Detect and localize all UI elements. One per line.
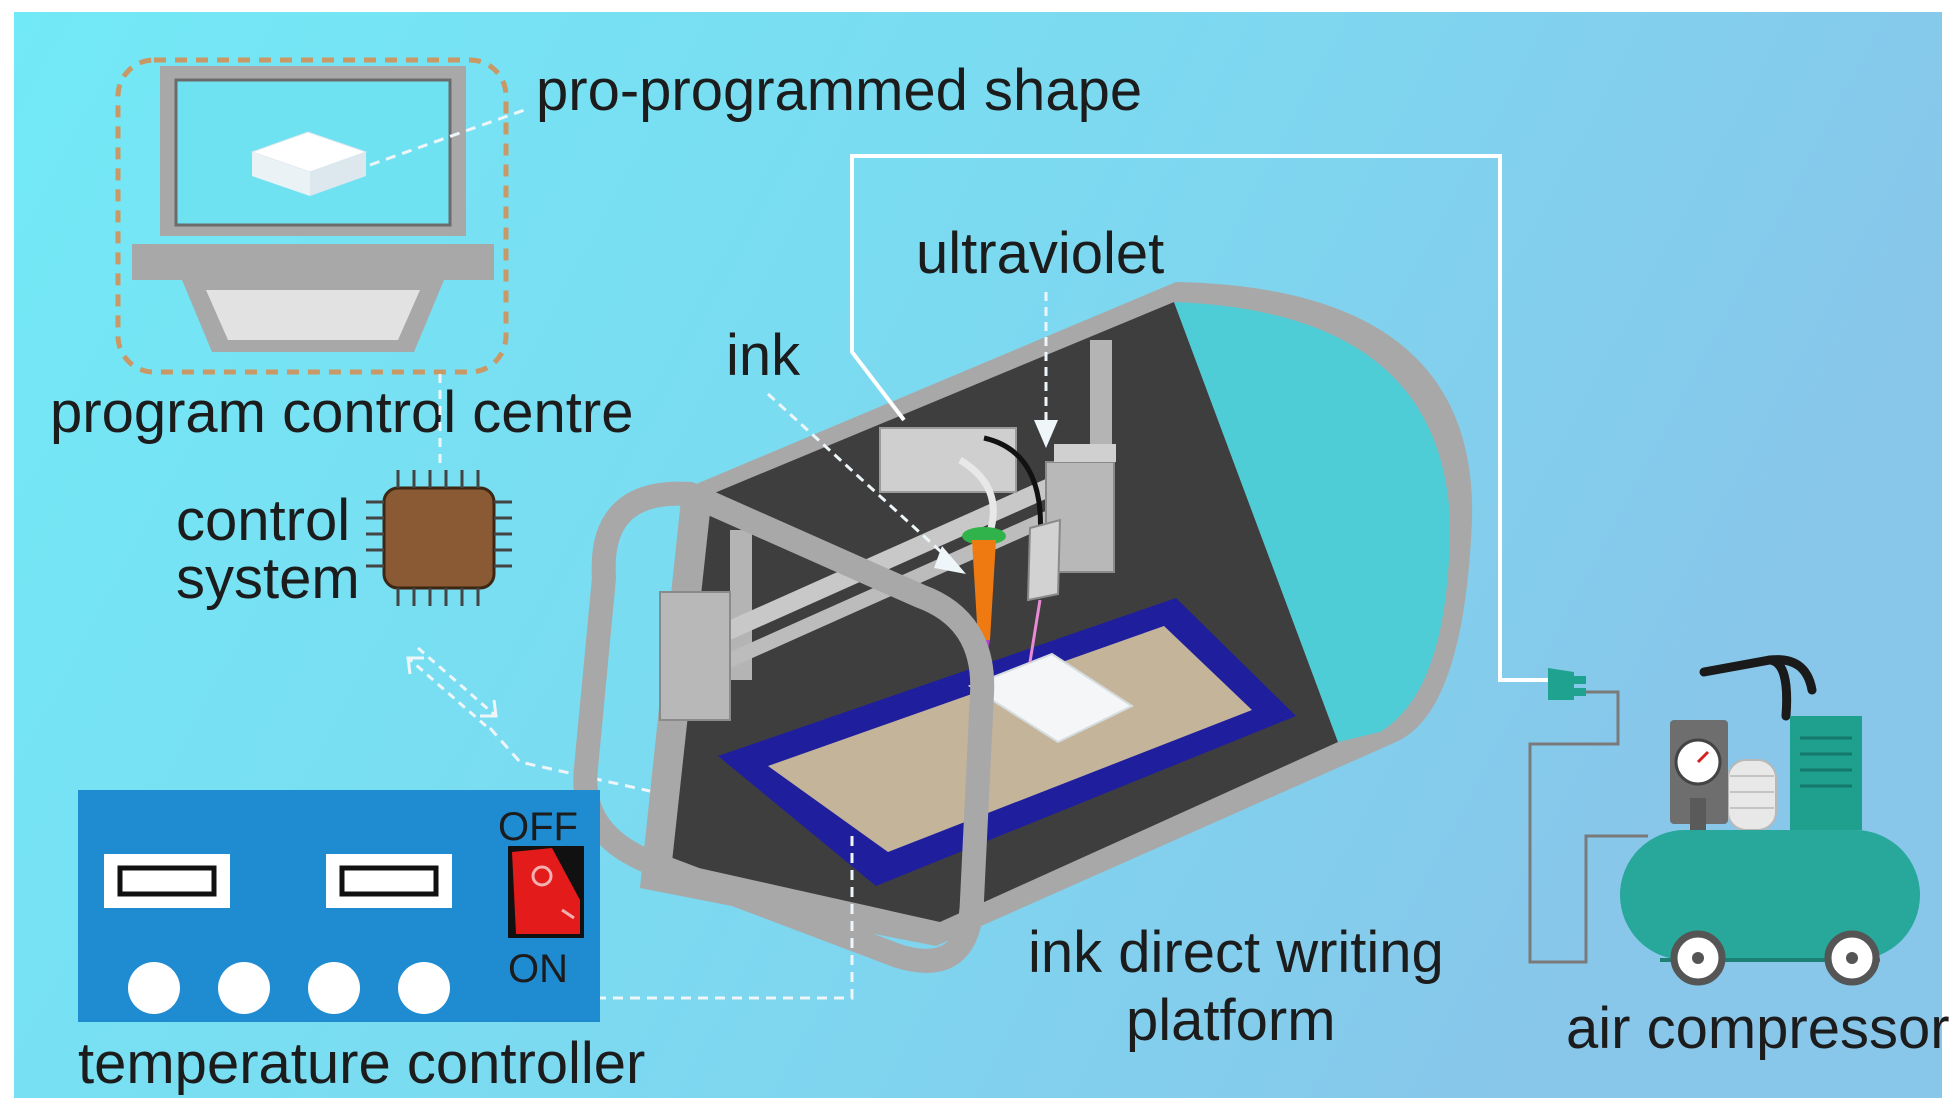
platform-label: platform: [1126, 988, 1336, 1053]
temperature-controller-label: temperature controller: [78, 1031, 645, 1096]
knob-2: [218, 962, 270, 1014]
air-line: [850, 154, 1550, 682]
temperature-controller-icon: [78, 790, 600, 1022]
ultraviolet-arrowhead-icon: [1034, 420, 1058, 448]
signal-arrows-icon: [406, 646, 498, 728]
power-switch-icon: [508, 846, 584, 938]
platform-link-line: [600, 836, 854, 1000]
knob-3: [308, 962, 360, 1014]
knob-1: [128, 962, 180, 1014]
compressor-hose: [1528, 690, 1648, 964]
system-label: system: [176, 546, 360, 611]
switch-on-label: ON: [508, 947, 568, 991]
air-compressor-icon: [1620, 655, 1920, 986]
pro-programmed-shape-label: pro-programmed shape: [536, 58, 1142, 123]
display-right: [326, 854, 452, 908]
ink-arrow: [766, 392, 952, 562]
cube-icon: [250, 131, 368, 196]
platform-bed: [768, 626, 1252, 852]
control-label: control: [176, 488, 350, 553]
syringe: [972, 540, 996, 640]
hose-plug-icon: [1548, 668, 1586, 700]
display-left: [104, 854, 230, 908]
computer-selection-box: [115, 57, 509, 375]
tunnel-cap: [1174, 302, 1450, 742]
switch-off-label: OFF: [498, 805, 578, 849]
monitor-icon: [115, 57, 509, 375]
printed-object: [967, 652, 1135, 744]
ultraviolet-label: ultraviolet: [916, 221, 1164, 286]
ink-label: ink: [726, 323, 801, 388]
computer-base: [132, 244, 494, 280]
ink-arrowhead-icon: [934, 546, 966, 574]
ink-direct-writing-label: ink direct writing: [1028, 920, 1444, 985]
controller-link-line: [488, 727, 691, 802]
air-compressor-label: air compressor: [1566, 996, 1950, 1061]
knob-4: [398, 962, 450, 1014]
program-control-centre-label: program control centre: [50, 380, 633, 445]
shape-pointer-line: [369, 106, 531, 167]
tunnel-front-rim: [573, 481, 995, 973]
keyboard-inner: [206, 290, 420, 340]
microchip-icon: [366, 470, 512, 606]
